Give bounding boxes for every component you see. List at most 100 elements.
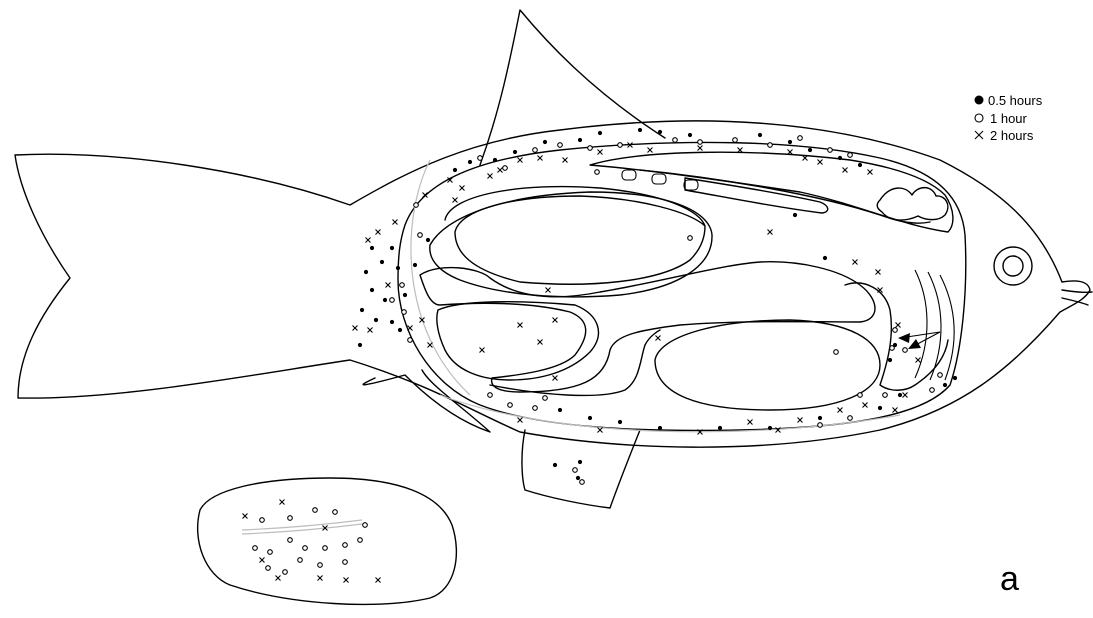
marker-2-hours: [366, 238, 371, 243]
marker-0-5-hours: [638, 128, 642, 132]
marker-0-5-hours: [618, 420, 622, 424]
marker-0-5-hours: [578, 460, 582, 464]
marker-0-5-hours: [370, 288, 374, 292]
legend-filled-circle-icon: [975, 96, 984, 105]
marker-0-5-hours: [953, 376, 957, 380]
legend: 0.5 hours 1 hour 2 hours: [975, 93, 1043, 143]
marker-2-hours: [368, 328, 373, 333]
marker-1-hour: [266, 566, 271, 571]
marker-0-5-hours: [858, 163, 862, 167]
marker-1-hour: [698, 140, 703, 145]
marker-2-hours: [546, 288, 551, 293]
marker-0-5-hours: [898, 393, 902, 397]
marker-2-hours: [798, 418, 803, 423]
operculum-arc-3: [940, 275, 954, 380]
marker-2-hours: [876, 270, 881, 275]
marker-0-5-hours: [768, 426, 772, 430]
marker-0-5-hours: [398, 328, 402, 332]
marker-0-5-hours: [513, 150, 517, 154]
marker-1-hour: [358, 538, 363, 543]
marker-1-hour: [288, 516, 293, 521]
intestine-upper: [420, 262, 875, 392]
marker-1-hour: [828, 148, 833, 153]
marker-2-hours: [344, 578, 349, 583]
marker-1-hour: [533, 148, 538, 153]
legend-label-3: 2 hours: [990, 128, 1034, 143]
marker-2-hours: [896, 323, 901, 328]
marker-0-5-hours: [426, 238, 430, 242]
gonad-upper-outline: [445, 187, 705, 285]
kidney-lobes: [877, 188, 948, 220]
marker-1-hour: [488, 393, 493, 398]
marker-2-hours: [818, 160, 823, 165]
marker-2-hours: [280, 500, 285, 505]
marker-0-5-hours: [818, 416, 822, 420]
marker-0-5-hours: [943, 383, 947, 387]
marker-1-hour: [938, 373, 943, 378]
marker-2-hours: [538, 156, 543, 161]
marker-2-hours: [376, 230, 381, 235]
marker-2-hours: [518, 323, 523, 328]
marker-0-5-hours: [823, 256, 827, 260]
marker-1-hour: [288, 538, 293, 543]
marker-0-5-hours: [543, 140, 547, 144]
swim-bladder-lower: [640, 170, 930, 223]
marker-2-hours: [518, 158, 523, 163]
marker-2-hours: [656, 336, 661, 341]
marker-1-hour: [400, 283, 405, 288]
marker-2-hours: [408, 326, 413, 331]
marker-1-hour: [253, 546, 258, 551]
marker-0-5-hours: [558, 408, 562, 412]
marker-0-5-hours: [364, 270, 368, 274]
marker-0-5-hours: [374, 318, 378, 322]
marker-1-hour: [768, 143, 773, 148]
marker-0-5-hours: [360, 308, 364, 312]
marker-1-hour: [618, 143, 623, 148]
marker-1-hour: [508, 403, 513, 408]
marker-1-hour: [298, 558, 303, 563]
marker-1-hour: [595, 170, 600, 175]
dorsal-fin: [480, 10, 665, 165]
marker-1-hour: [402, 310, 407, 315]
marker-1-hour: [543, 396, 548, 401]
marker-0-5-hours: [383, 298, 387, 302]
marker-1-hour: [890, 346, 895, 351]
marker-0-5-hours: [390, 246, 394, 250]
marker-1-hour: [858, 393, 863, 398]
marker-1-hour: [688, 236, 693, 241]
marker-0-5-hours: [838, 156, 842, 160]
marker-1-hour: [303, 546, 308, 551]
marker-0-5-hours: [390, 320, 394, 324]
marker-2-hours: [863, 403, 868, 408]
marker-2-hours: [838, 408, 843, 413]
marker-2-hours: [243, 514, 248, 519]
marker-0-5-hours: [808, 148, 812, 152]
marker-0-5-hours: [370, 246, 374, 250]
marker-0-5-hours: [658, 130, 662, 134]
marker-0-5-hours: [396, 266, 400, 270]
marker-1-hour: [363, 523, 368, 528]
vessel-oval-2: [652, 174, 666, 184]
marker-2-hours: [276, 576, 281, 581]
marker-1-hour: [733, 138, 738, 143]
inset-section-outline: [198, 478, 457, 604]
marker-1-hour: [418, 233, 423, 238]
gonad-lower: [655, 320, 880, 410]
marker-1-hour: [893, 328, 898, 333]
marker-2-hours: [460, 186, 465, 191]
vessel-oval-1: [622, 170, 636, 180]
marker-1-hour: [533, 406, 538, 411]
liver-outline: [430, 192, 712, 297]
marker-2-hours: [598, 150, 603, 155]
marker-2-hours: [563, 158, 568, 163]
marker-2-hours: [393, 220, 398, 225]
marker-1-hour: [283, 570, 288, 575]
marker-1-hour: [323, 546, 328, 551]
vessel-oval-3: [684, 180, 698, 190]
marker-1-hour: [414, 203, 419, 208]
marker-1-hour: [903, 348, 908, 353]
eye-inner: [1003, 256, 1023, 276]
marker-0-5-hours: [793, 213, 797, 217]
marker-0-5-hours: [493, 158, 497, 162]
